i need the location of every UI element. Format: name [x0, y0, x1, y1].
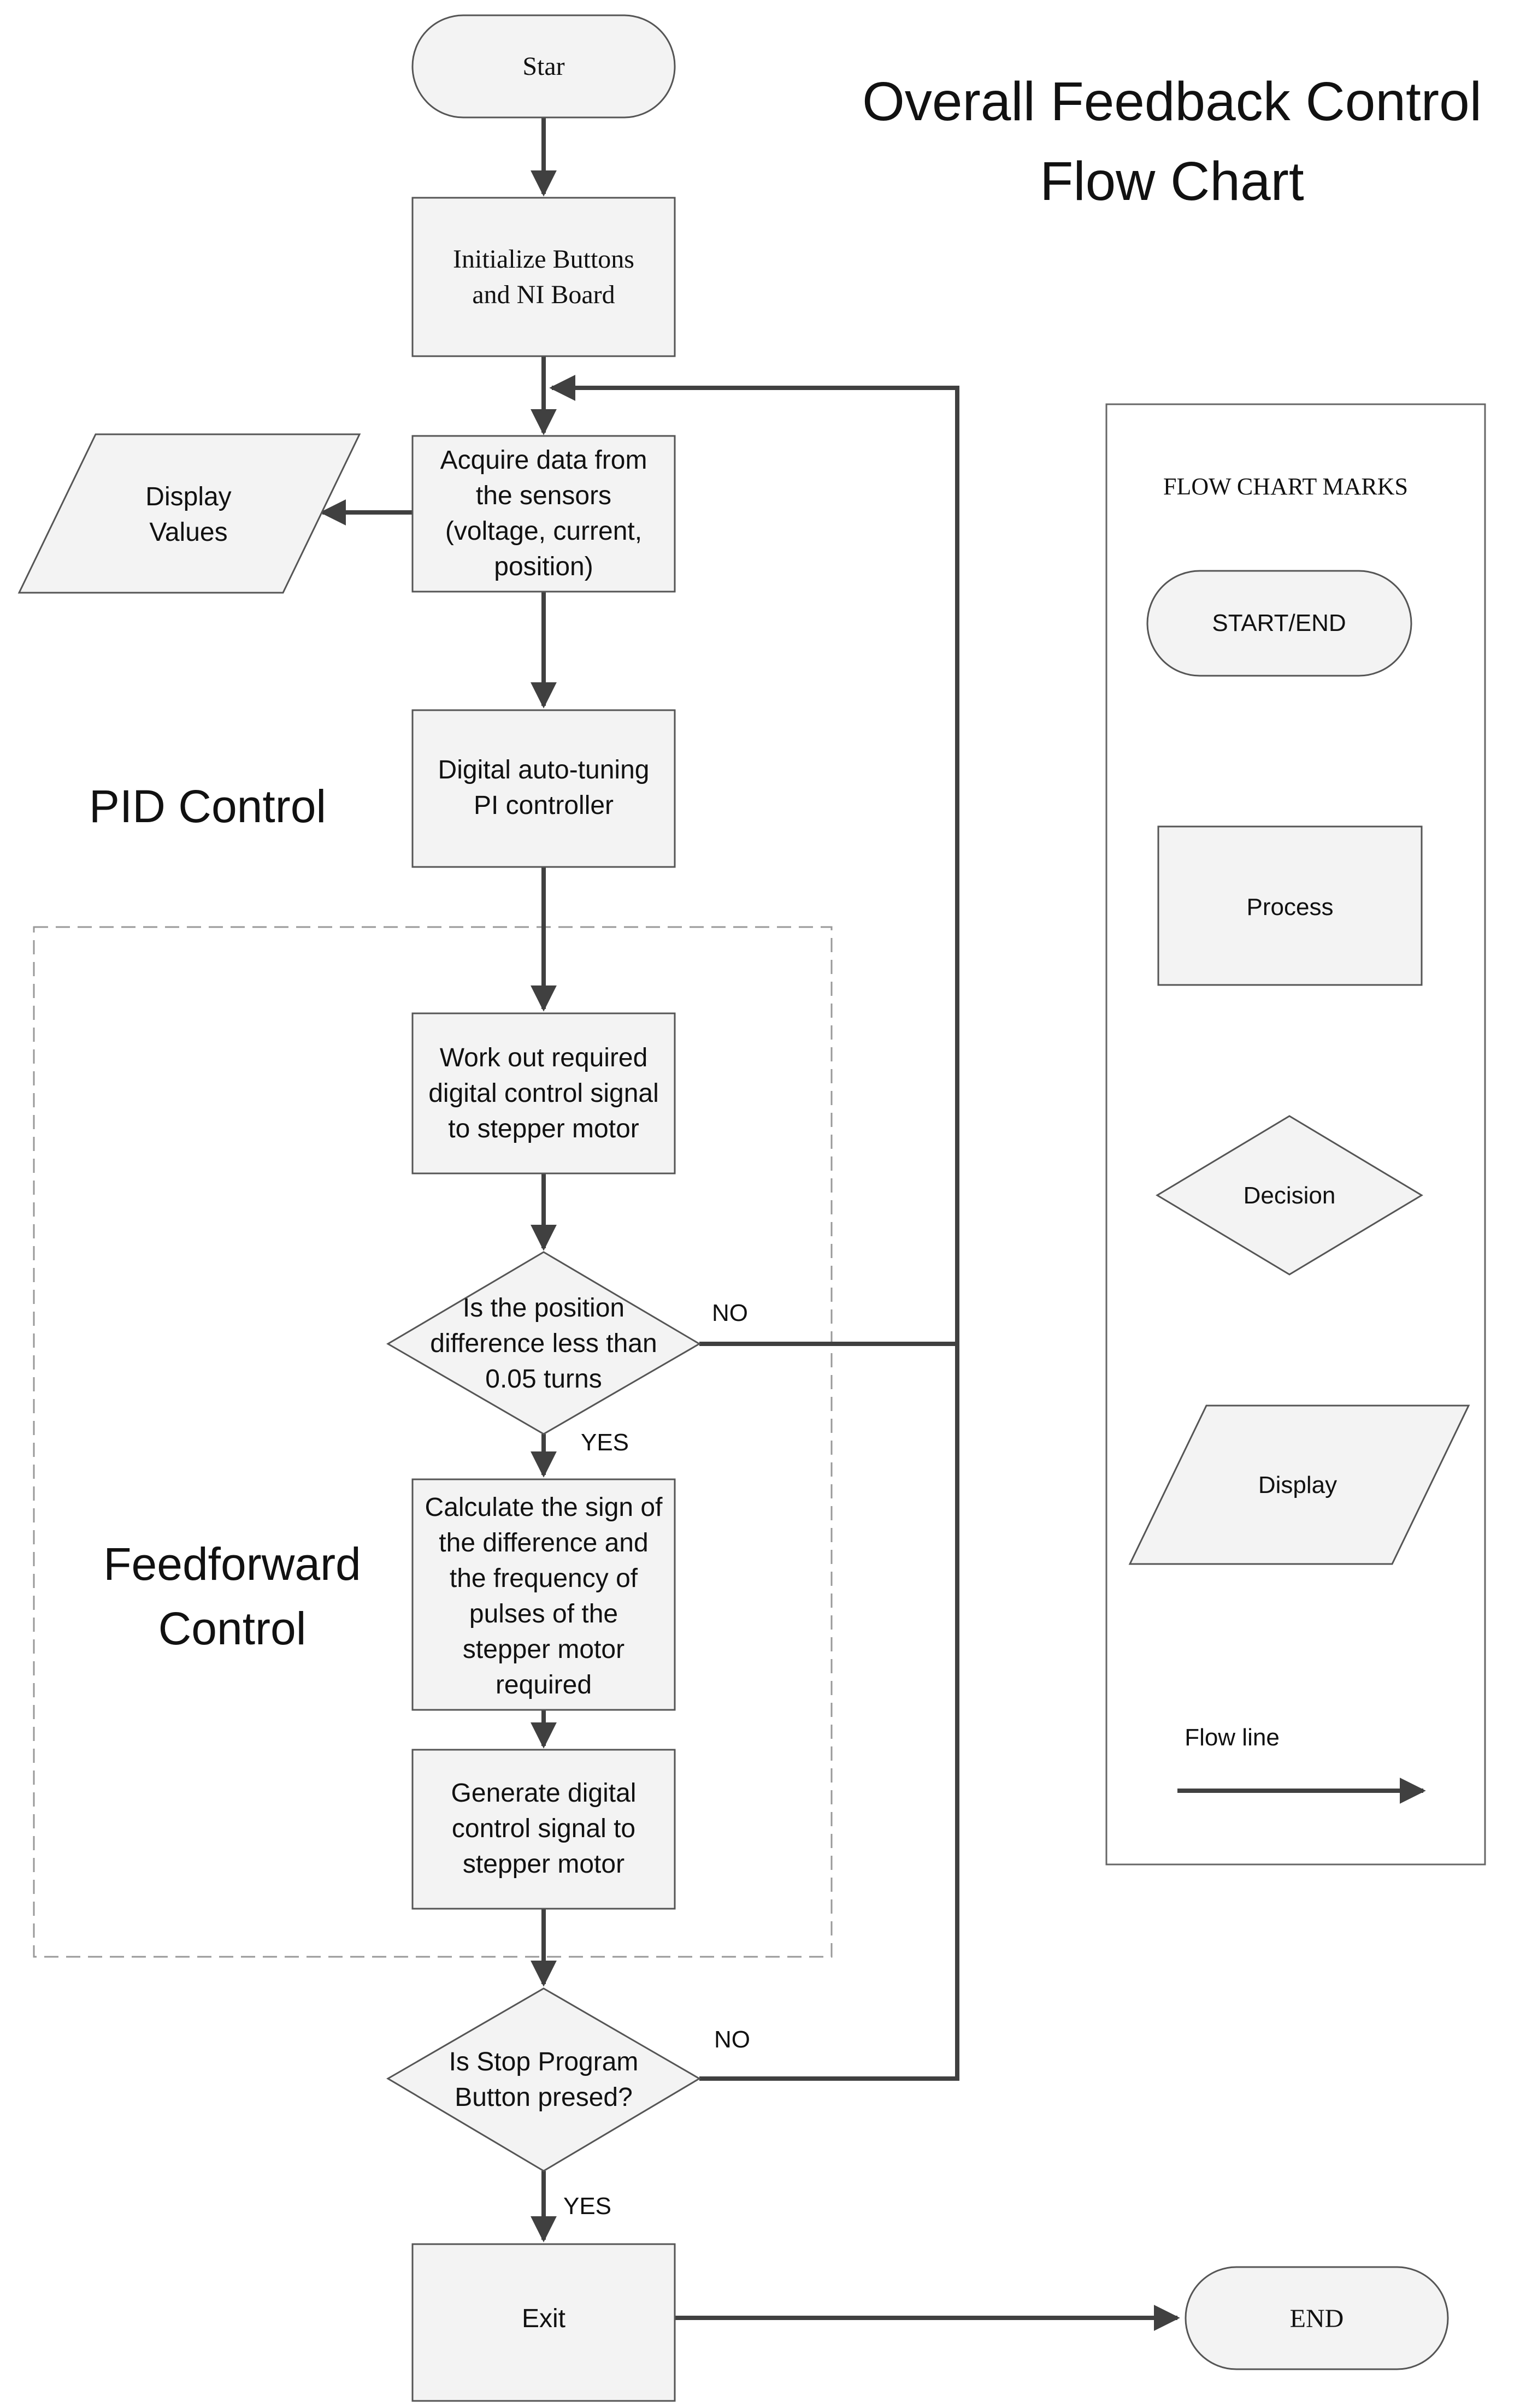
- calculate-line-1: Calculate the sign of: [425, 1493, 663, 1522]
- pi-controller-node: Digital auto-tuning PI controller: [411, 709, 676, 868]
- end-node: END: [1185, 2266, 1449, 2370]
- legend-decision: Decision: [1156, 1115, 1423, 1276]
- position-decision-node: Is the position difference less than 0.0…: [386, 1251, 701, 1435]
- stop-decision-line-1: Is Stop Program: [449, 2047, 639, 2076]
- pi-controller-line-2: PI controller: [474, 791, 614, 820]
- init-process-node: Initialize Buttons and NI Board: [411, 197, 676, 357]
- init-line-1: Initialize Buttons: [453, 245, 634, 274]
- stop-decision-no-label: NO: [714, 2026, 750, 2053]
- position-decision-no-label: NO: [712, 1300, 748, 1326]
- position-decision-yes-label: YES: [581, 1429, 629, 1456]
- calculate-line-3: the frequency of: [450, 1564, 638, 1593]
- flow-position-decision-no-loop: [549, 375, 959, 1346]
- acquire-line-4: position): [494, 552, 593, 581]
- legend-flow-line-label: Flow line: [1185, 1724, 1280, 1751]
- legend-decision-label: Decision: [1244, 1182, 1336, 1209]
- display-values-line-1: Display: [145, 482, 231, 511]
- feedforward-label-line-2: Control: [158, 1603, 307, 1654]
- title-line-2: Flow Chart: [1040, 151, 1304, 212]
- pi-controller-line-1: Digital auto-tuning: [438, 756, 650, 784]
- acquire-line-3: (voltage, current,: [445, 517, 642, 546]
- calculate-line-6: required: [496, 1671, 592, 1699]
- end-node-label: END: [1290, 2304, 1344, 2333]
- generate-line-3: stepper motor: [463, 1850, 624, 1879]
- workout-line-1: Work out required: [440, 1043, 648, 1072]
- calculate-line-4: pulses of the: [469, 1600, 618, 1628]
- flow-stop-decision-no-loop: [699, 1344, 959, 2081]
- position-decision-line-3: 0.05 turns: [485, 1365, 602, 1394]
- legend: FLOW CHART MARKS START/END Process Decis…: [1105, 403, 1486, 1866]
- acquire-line-2: the sensors: [476, 481, 611, 510]
- legend-start-end-label: START/END: [1212, 610, 1346, 636]
- calculate-line-5: stepper motor: [463, 1635, 624, 1664]
- generate-line-1: Generate digital: [451, 1779, 637, 1808]
- legend-display: Display: [1128, 1404, 1470, 1565]
- display-values-node: Display Values: [17, 433, 361, 594]
- title-line-1: Overall Feedback Control: [862, 71, 1482, 132]
- feedforward-group-frame: [33, 926, 833, 1958]
- legend-process-label: Process: [1247, 894, 1334, 920]
- legend-title: FLOW CHART MARKS: [1163, 473, 1408, 500]
- generate-line-2: control signal to: [452, 1814, 635, 1843]
- exit-label: Exit: [522, 2304, 565, 2333]
- stop-decision-node: Is Stop Program Button presed?: [386, 1987, 701, 2172]
- stop-decision-yes-label: YES: [563, 2193, 611, 2220]
- chart-title: Overall Feedback Control Flow Chart: [862, 71, 1482, 212]
- legend-display-label: Display: [1258, 1472, 1337, 1498]
- position-decision-line-1: Is the position: [463, 1294, 624, 1323]
- workout-line-2: digital control signal: [428, 1079, 659, 1108]
- acquire-process-node: Acquire data from the sensors (voltage, …: [411, 435, 676, 593]
- start-node-label: Star: [522, 52, 564, 81]
- workout-signal-node: Work out required digital control signal…: [411, 1012, 676, 1175]
- position-decision-line-2: difference less than: [430, 1329, 657, 1358]
- flow-lines: [320, 117, 1180, 2331]
- generate-signal-node: Generate digital control signal to stepp…: [411, 1749, 676, 1910]
- calculate-process-node: Calculate the sign of the difference and…: [411, 1478, 676, 1711]
- legend-start-end: START/END: [1146, 570, 1412, 677]
- display-values-line-2: Values: [149, 518, 227, 547]
- legend-flow-line: Flow line: [1177, 1724, 1426, 1804]
- calculate-line-2: the difference and: [439, 1528, 648, 1557]
- legend-process: Process: [1157, 825, 1423, 986]
- exit-process-node: Exit: [411, 2243, 676, 2402]
- feedforward-label-line-1: Feedforward: [103, 1538, 361, 1590]
- workout-line-3: to stepper motor: [448, 1114, 639, 1143]
- pid-control-label: PID Control: [89, 781, 326, 832]
- stop-decision-line-2: Button presed?: [455, 2083, 633, 2112]
- acquire-line-1: Acquire data from: [440, 446, 647, 475]
- init-line-2: and NI Board: [472, 280, 615, 309]
- start-node: Star: [411, 14, 676, 119]
